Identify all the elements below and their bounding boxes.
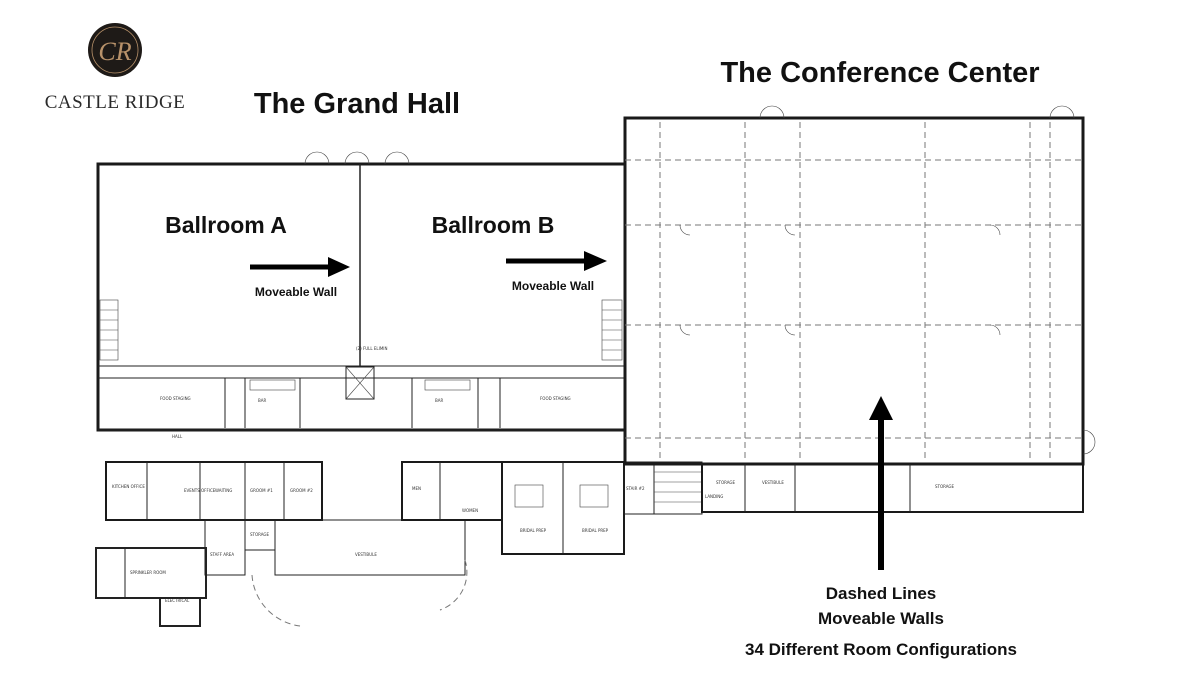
bar-counter-right (424, 379, 471, 391)
logo-wordmark: CASTLE RIDGE (45, 92, 186, 113)
label-sprinkler: SPRINKLER ROOM (130, 570, 166, 575)
label-landing: LANDING (705, 494, 723, 499)
vestibule-mid (274, 519, 466, 576)
entry-doors (304, 151, 410, 165)
label-storage-cc2: STORAGE (935, 484, 955, 489)
label-storage-left: STORAGE (250, 532, 270, 537)
note-moveable-walls: Moveable Walls (818, 609, 944, 628)
label-groom-1: GROOM #1 (250, 488, 273, 493)
label-bridal-prep-1: BRIDAL PREP (520, 528, 547, 533)
moveable-wall-arrow-b (506, 251, 607, 271)
moveable-wall-label-b: Moveable Wall (512, 279, 594, 293)
door-swing (439, 559, 468, 611)
label-bar-left: BAR (258, 398, 266, 403)
label-groom-2: GROOM #2 (290, 488, 313, 493)
conference-door-swings (679, 105, 1096, 455)
logo-badge (88, 23, 142, 77)
label-storage-cc1: STORAGE (716, 480, 736, 485)
grand-hall-plan: FOOD STAGING FOOD STAGING BAR BAR (2) FU… (96, 151, 627, 439)
conference-center-plan: STORAGE VESTIBULE STORAGE (623, 105, 1096, 513)
label-elevator: (2) FULL ELIMIN (356, 346, 387, 351)
restroom-block (401, 461, 503, 521)
label-stair: STAIR #2 (626, 486, 645, 491)
logo-badge-ring (91, 26, 139, 74)
label-staff: STAFF AREA (210, 552, 234, 557)
ballroom-b-label: Ballroom B (432, 212, 555, 238)
service-wing-plan: KITCHEN OFFICE EVENTS OFFICE WAITING GRO… (95, 461, 723, 627)
label-men: MEN (412, 486, 421, 491)
label-women: WOMEN (462, 508, 478, 513)
mechanical-block (95, 547, 207, 599)
label-events-office: EVENTS OFFICE (184, 488, 216, 493)
note-room-configurations: 34 Different Room Configurations (745, 640, 1017, 659)
label-hall: HALL (172, 434, 183, 439)
note-dashed-lines: Dashed Lines (826, 584, 937, 603)
conference-center-outline (623, 116, 1085, 466)
moveable-wall-label-a: Moveable Wall (255, 285, 337, 299)
label-vestibule-mid: VESTIBULE (355, 552, 377, 557)
electrical-block (159, 597, 201, 627)
label-food-staging-left: FOOD STAGING (160, 396, 191, 401)
staff-block (204, 519, 246, 576)
label-bar-right: BAR (435, 398, 443, 403)
moveable-wall-arrow-a (250, 257, 350, 277)
conference-storage-strip (701, 463, 1084, 513)
stair-2-steps (653, 461, 703, 515)
elevator-cross (345, 366, 375, 400)
stair-left (99, 299, 119, 361)
label-vestibule-cc: VESTIBULE (762, 480, 784, 485)
label-bridal-prep-2: BRIDAL PREP (582, 528, 609, 533)
label-food-staging-right: FOOD STAGING (540, 396, 571, 401)
moveable-walls-arrow-up (869, 396, 893, 570)
logo-monogram: CR (98, 37, 131, 66)
elevator-shaft (345, 366, 375, 400)
brand-logo: CR CASTLE RIDGE (45, 23, 186, 113)
conference-center-heading: The Conference Center (720, 57, 1039, 89)
grand-hall-heading: The Grand Hall (254, 88, 460, 120)
ballroom-a-label: Ballroom A (165, 212, 287, 238)
label-electrical: ELECTRICAL (165, 598, 190, 603)
stair-right (601, 299, 623, 361)
label-kitchen-office: KITCHEN OFFICE (112, 484, 145, 489)
door-swing (251, 574, 301, 627)
grand-hall-outline (96, 162, 627, 432)
label-waiting: WAITING (215, 488, 232, 493)
bar-counter-left (249, 379, 296, 391)
